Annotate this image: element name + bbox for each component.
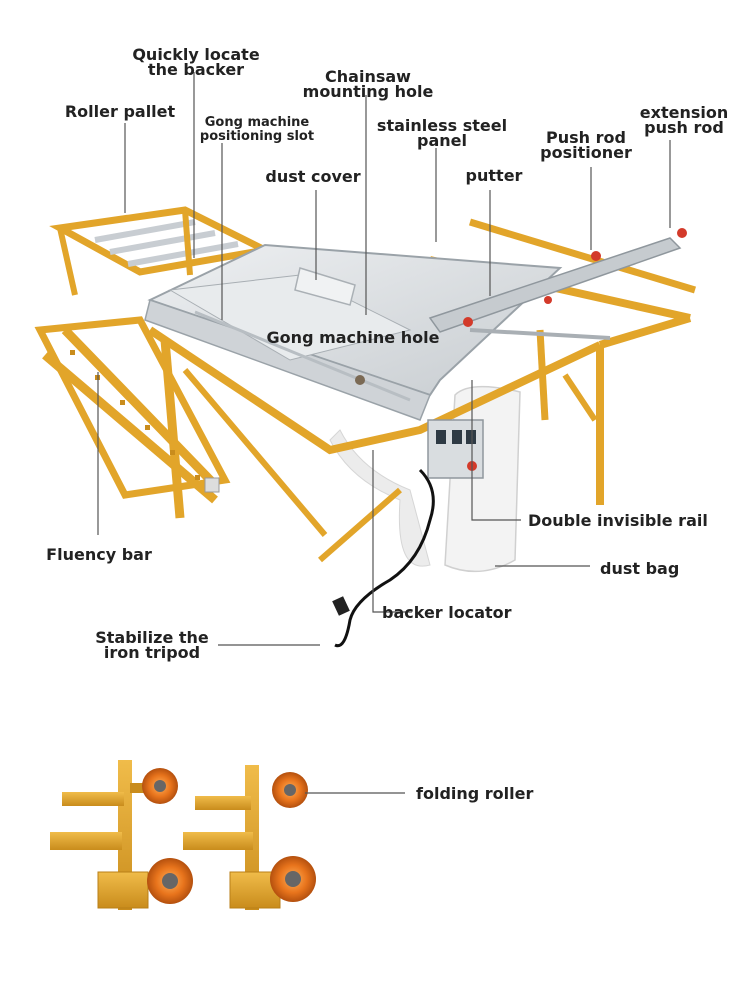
- label-stabilize-tripod: Stabilize the iron tripod: [95, 628, 209, 662]
- label-dust-cover: dust cover: [265, 167, 361, 186]
- stainless-steel-panel: [144, 243, 563, 421]
- folding-roller-unit-1: [50, 760, 193, 910]
- label-quickly-locate: Quickly locate the backer: [132, 45, 260, 79]
- dust-cover: [294, 267, 356, 306]
- label-extension-push-rod: extension push rod: [639, 103, 729, 137]
- label-folding-roller: folding roller: [416, 784, 534, 803]
- folding-roller-unit-2: [183, 765, 316, 910]
- label-stainless-panel: stainless steel panel: [376, 116, 508, 150]
- label-roller-pallet: Roller pallet: [64, 102, 176, 121]
- label-chainsaw-hole: Chainsaw mounting hole: [302, 67, 434, 101]
- label-push-rod-positioner: Push rod positioner: [540, 128, 632, 162]
- label-backer-locator: backer locator: [382, 603, 512, 622]
- label-double-rail: Double invisible rail: [528, 511, 708, 530]
- label-dust-bag: dust bag: [600, 559, 680, 578]
- label-gong-slot: Gong machine positioning slot: [199, 115, 315, 144]
- label-putter: putter: [465, 166, 523, 185]
- dust-bag: [329, 385, 521, 573]
- push-rod: [428, 228, 687, 340]
- fluency-bar: [34, 316, 231, 504]
- leader-lines: [97, 72, 671, 794]
- power-cord: [334, 468, 435, 648]
- label-fluency-bar: Fluency bar: [46, 545, 152, 564]
- control-box: [427, 419, 484, 479]
- power-plug: [332, 596, 350, 616]
- label-gong-hole: Gong machine hole: [266, 328, 440, 347]
